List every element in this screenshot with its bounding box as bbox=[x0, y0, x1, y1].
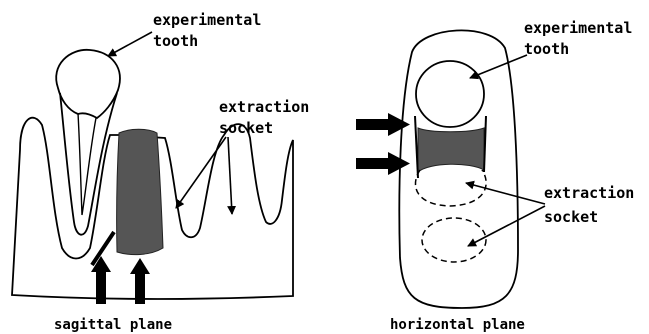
sagittal-barrier-shaded bbox=[117, 129, 163, 254]
horizontal-socket-label-line2: socket bbox=[544, 208, 598, 226]
sagittal-tooth-crown bbox=[56, 50, 120, 118]
sagittal-tooth-label-line1: experimental bbox=[153, 11, 261, 29]
sagittal-tooth-leader bbox=[108, 32, 152, 56]
horizontal-barrier-shaded bbox=[418, 128, 484, 172]
sagittal-tooth-label-line2: tooth bbox=[153, 32, 198, 50]
horizontal-caption: horizontal plane bbox=[390, 317, 525, 333]
horizontal-socket-label-line1: extraction bbox=[544, 184, 634, 202]
horizontal-socket-leader-upper bbox=[466, 183, 545, 204]
sagittal-socket-label-line1: extraction bbox=[219, 98, 309, 116]
horizontal-socket-lower bbox=[422, 218, 486, 262]
horizontal-force-arrow-lower bbox=[356, 152, 410, 175]
sagittal-socket-leader-left bbox=[176, 137, 226, 208]
horizontal-barrier-edge-right bbox=[484, 116, 486, 172]
horizontal-tooth-circle bbox=[416, 61, 484, 127]
sagittal-caption: sagittal plane bbox=[54, 317, 172, 333]
sagittal-force-arrow-right bbox=[130, 258, 150, 304]
horizontal-tooth-label-line1: experimental bbox=[524, 19, 632, 37]
horizontal-diagram: experimental tooth extraction socket hor… bbox=[356, 19, 634, 333]
horizontal-socket-upper bbox=[415, 170, 486, 206]
horizontal-tooth-label-line2: tooth bbox=[524, 40, 569, 58]
sagittal-socket-label-line2: socket bbox=[219, 119, 273, 137]
sagittal-diagram: experimental tooth extraction socket sag… bbox=[12, 11, 309, 333]
sagittal-socket-leader-right bbox=[228, 137, 232, 214]
horizontal-tooth-leader bbox=[470, 55, 527, 78]
